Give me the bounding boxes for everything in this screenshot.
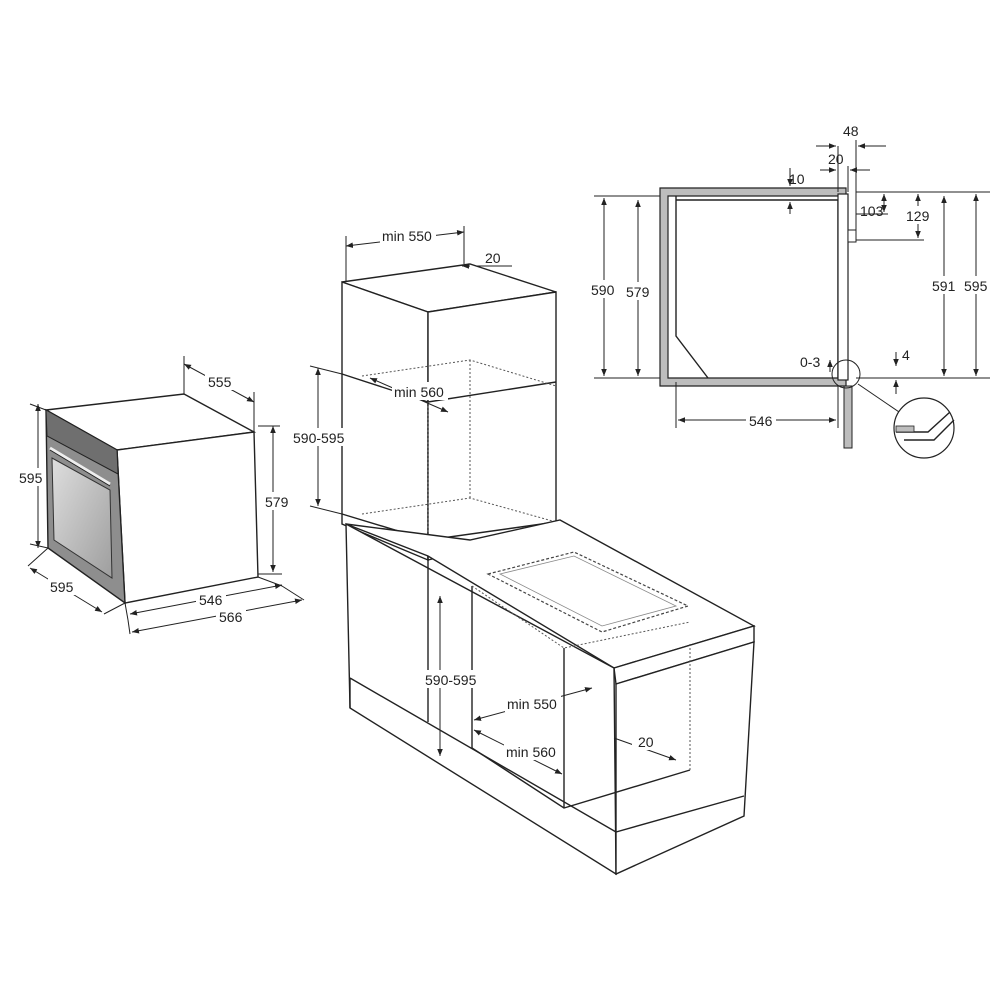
dim-section-48: 48 bbox=[843, 123, 859, 139]
dim-section-4: 4 bbox=[902, 347, 910, 363]
dim-tall-min-550: min 550 bbox=[382, 228, 432, 244]
dim-tall-min-560: min 560 bbox=[394, 384, 444, 400]
dim-oven-546: 546 bbox=[199, 592, 223, 608]
base-cabinet-side bbox=[615, 641, 755, 876]
dim-oven-555: 555 bbox=[208, 374, 232, 390]
dim-oven-595-height: 595 bbox=[19, 470, 43, 486]
cabinet-illustration: min 550 20 min 560 590-595 590-595 min 5… bbox=[292, 226, 756, 876]
oven-door-handle bbox=[49, 446, 111, 486]
dim-section-590: 590 bbox=[591, 282, 615, 298]
section-view: 48 20 10 103 129 591 595 590 57 bbox=[590, 123, 994, 459]
section-cabinet-walls bbox=[659, 187, 847, 387]
dim-section-20: 20 bbox=[828, 151, 844, 167]
section-detail-circle bbox=[893, 397, 955, 459]
oven-control-panel bbox=[45, 409, 119, 475]
dim-section-129: 129 bbox=[906, 208, 930, 224]
tall-cabinet-side bbox=[427, 291, 557, 561]
dim-section-10: 10 bbox=[789, 171, 805, 187]
dim-section-579: 579 bbox=[626, 284, 650, 300]
oven-door-glass bbox=[51, 457, 113, 579]
dim-section-0-3: 0-3 bbox=[800, 354, 820, 370]
section-lower-panel bbox=[843, 385, 853, 449]
dim-section-591: 591 bbox=[932, 278, 956, 294]
oven-side-face bbox=[116, 431, 259, 604]
dim-base-min-550: min 550 bbox=[507, 696, 557, 712]
dim-base-gap-20: 20 bbox=[638, 734, 654, 750]
dim-tall-590-595: 590-595 bbox=[293, 430, 345, 446]
dim-section-595: 595 bbox=[964, 278, 988, 294]
dim-section-103: 103 bbox=[860, 203, 884, 219]
section-oven-front bbox=[837, 193, 849, 381]
dim-oven-566: 566 bbox=[219, 609, 243, 625]
dim-tall-gap-20: 20 bbox=[485, 250, 501, 266]
hob-cutout bbox=[486, 551, 690, 633]
oven-illustration: 555 595 579 595 546 566 bbox=[18, 356, 305, 635]
dim-base-590-595: 590-595 bbox=[425, 672, 477, 688]
dim-section-546: 546 bbox=[749, 413, 773, 429]
dim-base-min-560: min 560 bbox=[506, 744, 556, 760]
dim-oven-579: 579 bbox=[265, 494, 289, 510]
dim-oven-595-width: 595 bbox=[50, 579, 74, 595]
